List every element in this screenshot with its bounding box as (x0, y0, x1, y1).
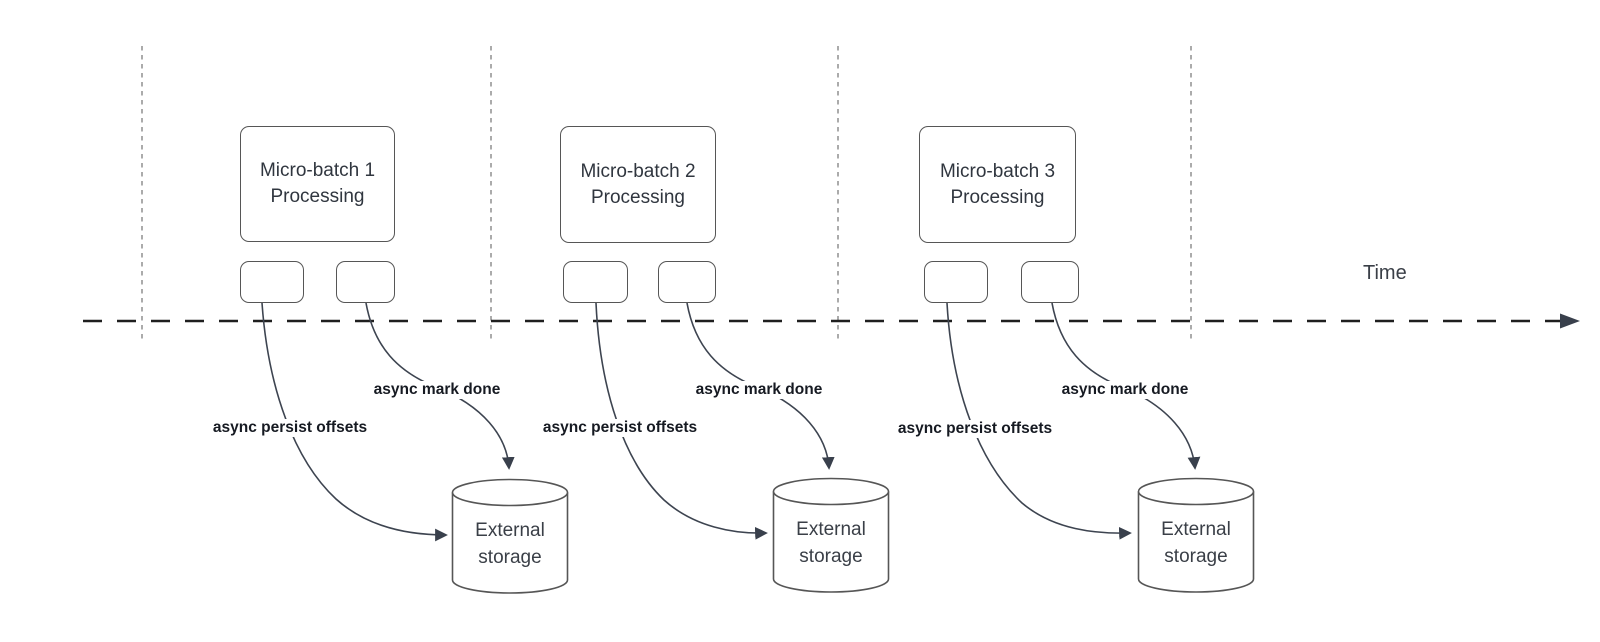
mark-done-label-3: async mark done (1059, 381, 1191, 399)
external-storage-label-1: External storage (475, 519, 545, 568)
batch-1-task-box-a (240, 261, 304, 303)
external-storage-label-2: External storage (796, 518, 866, 567)
external-storage-cylinder-2: External storage (772, 477, 890, 594)
persist-offsets-arrow-1 (261, 302, 448, 542)
micro-batch-3-processing-box: Micro-batch 3 Processing (919, 126, 1076, 243)
batch-2-task-box-b (658, 261, 716, 303)
time-axis-label: Time (1363, 262, 1407, 284)
batch-3-task-box-b (1021, 261, 1079, 303)
cylinder-shape-icon (451, 478, 569, 594)
external-storage-label-3: External storage (1161, 518, 1231, 567)
mark-done-label-2: async mark done (693, 381, 825, 399)
persist-offsets-label-1: async persist offsets (210, 419, 370, 437)
micro-batch-1-processing-box: Micro-batch 1 Processing (240, 126, 395, 242)
batch-3-task-box-a (924, 261, 988, 303)
persist-offsets-arrow-2 (595, 302, 768, 540)
cylinder-shape-icon (1137, 477, 1255, 593)
persist-offsets-label-3: async persist offsets (895, 420, 1055, 438)
persist-offsets-arrow-3 (946, 302, 1132, 540)
time-axis-arrowhead-icon (1560, 313, 1580, 329)
external-storage-cylinder-1: External storage (451, 478, 569, 595)
batch-1-task-box-b (336, 261, 395, 303)
micro-batch-2-processing-box: Micro-batch 2 Processing (560, 126, 716, 243)
batch-2-task-box-a (563, 261, 628, 303)
persist-offsets-label-2: async persist offsets (540, 419, 700, 437)
mark-done-label-1: async mark done (371, 381, 503, 399)
external-storage-cylinder-3: External storage (1137, 477, 1255, 594)
cylinder-shape-icon (772, 477, 890, 593)
